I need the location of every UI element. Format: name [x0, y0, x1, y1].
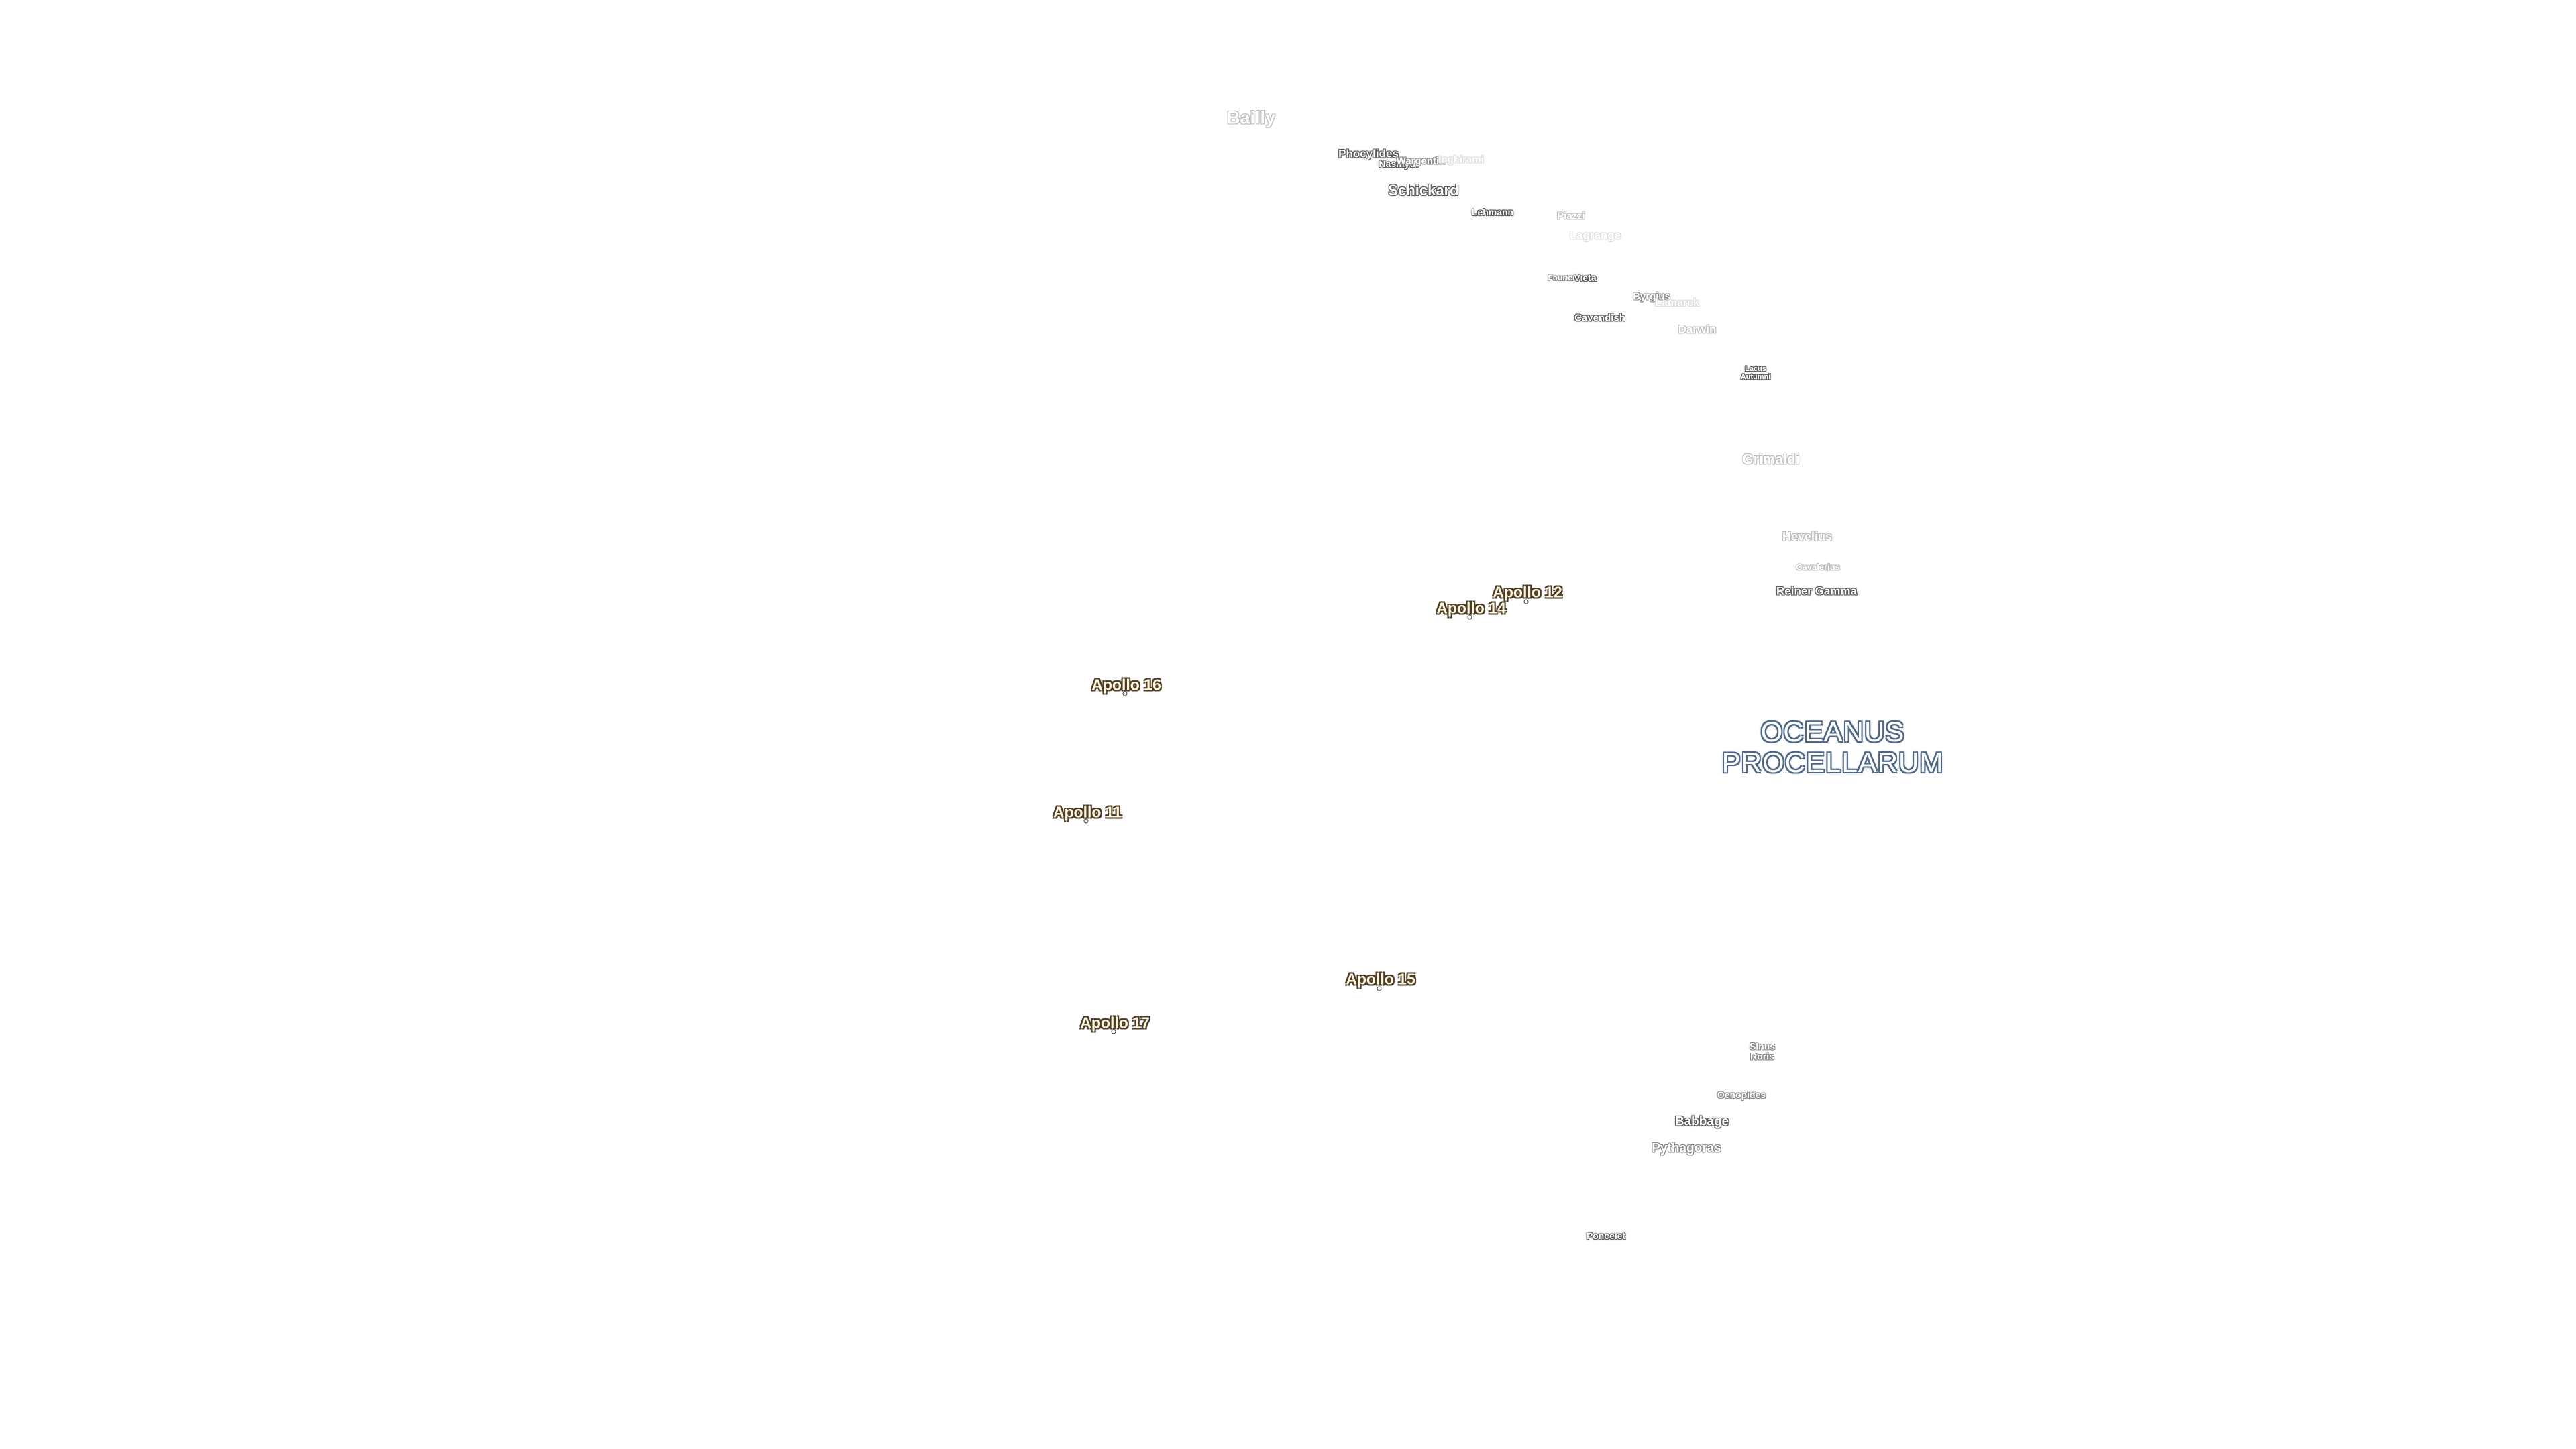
crater-label-vieta: Vieta: [1574, 272, 1597, 283]
crater-label-lacus-autumni: Lacus Autumni: [1741, 365, 1771, 381]
label-line: Sinus: [1749, 1040, 1776, 1052]
crater-label-fourier: Fourier: [1548, 273, 1576, 282]
apollo-14-label: Apollo 14: [1436, 599, 1506, 617]
crater-label-lehmann: Lehmann: [1471, 207, 1514, 217]
apollo-11-label: Apollo 11: [1053, 803, 1122, 821]
crater-label-grimaldi: Grimaldi: [1742, 451, 1800, 468]
label-line: Roris: [1750, 1051, 1774, 1062]
crater-label-byrgius: Byrgius: [1633, 290, 1670, 303]
label-line: OCEANUS: [1760, 715, 1905, 747]
apollo-16-label: Apollo 16: [1091, 676, 1161, 694]
crater-label-poncelet: Poncelet: [1586, 1230, 1626, 1241]
crater-label-phocylides: Phocylides: [1338, 147, 1399, 160]
crater-label-sinus-roris: Sinus Roris: [1749, 1040, 1776, 1063]
apollo-16-marker[interactable]: [1122, 691, 1128, 696]
mare-label-oceanus-procellarum: OCEANUS PROCELLARUM: [1722, 716, 1944, 778]
apollo-15-label: Apollo 15: [1346, 970, 1415, 988]
apollo-17-label: Apollo 17: [1080, 1014, 1150, 1032]
crater-label-darwin: Darwin: [1678, 323, 1717, 336]
apollo-12-label: Apollo 12: [1493, 583, 1562, 601]
crater-label-reiner-gamma: Reiner Gamma: [1776, 584, 1857, 598]
crater-label-oenopides: Oenopides: [1717, 1089, 1766, 1100]
crater-label-cavalerius: Cavalerius: [1796, 561, 1840, 572]
crater-label-inghirami: Inghirami: [1438, 154, 1484, 166]
crater-label-cavendish: Cavendish: [1574, 312, 1625, 324]
crater-label-pythagoras: Pythagoras: [1652, 1141, 1721, 1156]
crater-label-hevelius: Hevelius: [1782, 530, 1833, 543]
apollo-11-marker[interactable]: [1083, 818, 1089, 824]
crater-label-wargentin: Wargentin: [1396, 155, 1446, 167]
label-line: Autumni: [1740, 373, 1771, 381]
crater-label-nasmyth: Nasmyth: [1379, 158, 1419, 169]
label-line: PROCELLARUM: [1721, 747, 1944, 778]
label-line: Lacus: [1745, 364, 1766, 373]
crater-label-piazzi: Piazzi: [1557, 210, 1585, 222]
apollo-14-marker[interactable]: [1467, 614, 1472, 620]
crater-label-lagrange: Lagrange: [1569, 229, 1621, 242]
apollo-12-marker[interactable]: [1523, 599, 1529, 604]
crater-label-bailly: Bailly: [1226, 107, 1276, 128]
crater-label-babbage: Babbage: [1674, 1114, 1729, 1129]
apollo-17-marker[interactable]: [1111, 1029, 1116, 1034]
crater-label-lamarck: Lamarck: [1655, 297, 1699, 309]
apollo-15-marker[interactable]: [1377, 986, 1382, 991]
crater-label-schickard: Schickard: [1388, 182, 1459, 199]
